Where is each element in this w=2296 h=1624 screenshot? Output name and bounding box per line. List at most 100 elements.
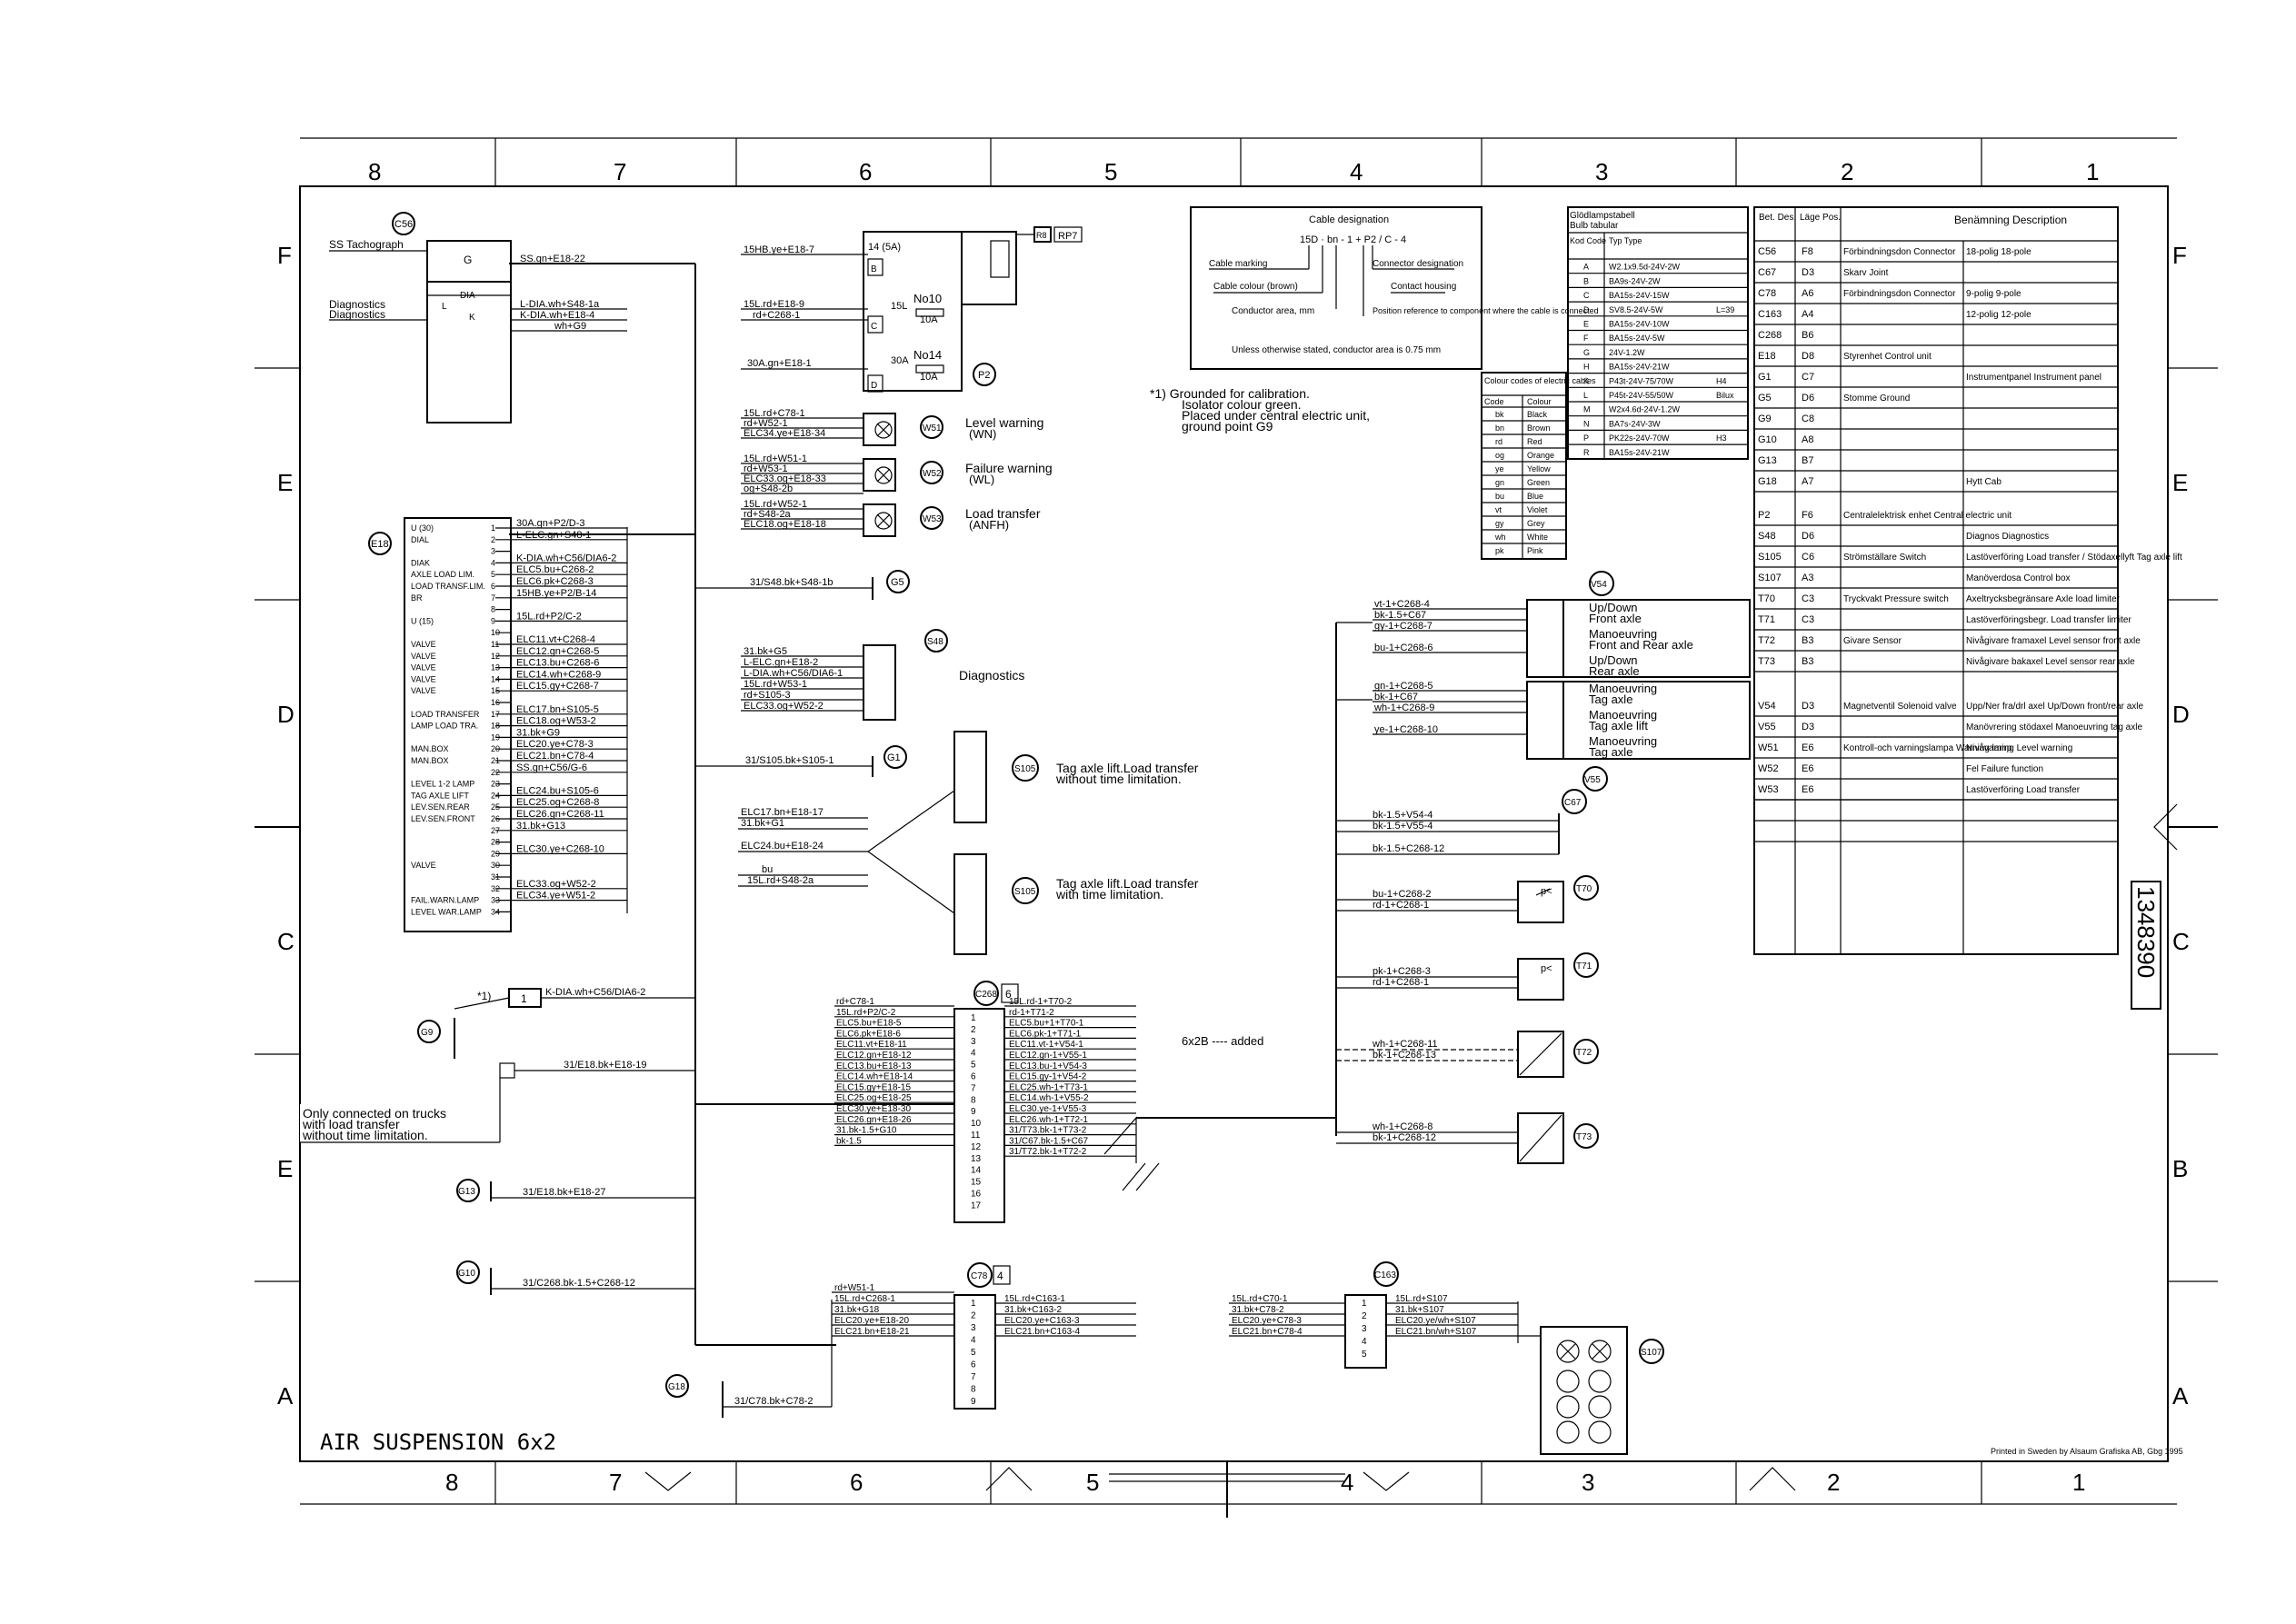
t71-pressure-switch: p< T71 pk-1+C268-3 rd-1+C268-1 xyxy=(1336,952,1599,1001)
e18-wire: ELC6.pk+C268-3 xyxy=(516,576,594,587)
row-right-B: B xyxy=(2172,1155,2188,1182)
colour-code: pk xyxy=(1495,546,1504,555)
component-position: D3 xyxy=(1802,701,1814,712)
e18-pin-number: 27 xyxy=(491,826,500,835)
component-position: F8 xyxy=(1802,246,1813,257)
s105-wire-bu: bu xyxy=(762,864,773,875)
printed-note: Printed in Sweden by Alsaum Grafiska AB,… xyxy=(1991,1447,2183,1456)
row-labels-left: F E D C E A xyxy=(277,242,294,1410)
component-description: Fel Failure function xyxy=(1966,764,2043,774)
c268-added-note: 6x2B ---- added xyxy=(1182,1034,1263,1048)
component-head-des: Bet. Des. xyxy=(1759,213,1796,223)
p2-pin-c: C xyxy=(871,322,877,332)
cable-designation-position: Position reference to component where th… xyxy=(1373,306,1599,315)
component-designation: C67 xyxy=(1758,267,1776,278)
s48-caption: Diagnostics xyxy=(959,668,1024,682)
g9-wire-kdia: K-DIA.wh+C56/DIA6-2 xyxy=(545,987,645,998)
ground-note-2: Isolator colour green. xyxy=(1182,397,1302,412)
lamp-wire: ELC33.og+E18-33 xyxy=(744,473,826,484)
v55-t3: Manoeuvring xyxy=(1589,708,1657,722)
component-position: A8 xyxy=(1802,434,1813,445)
c268-pin: 7 xyxy=(971,1083,976,1093)
c268-right-wire: ELC14.wh-1+V55-2 xyxy=(1009,1093,1089,1103)
lamp-w51-label: W51 xyxy=(923,423,942,433)
e18-wire: ELC12.gn+C268-5 xyxy=(516,646,599,657)
c268-pin: 12 xyxy=(971,1142,982,1152)
component-name: Strömställare Switch xyxy=(1843,553,1926,563)
col-bottom-1: 1 xyxy=(2072,1469,2085,1496)
component-position: C3 xyxy=(1802,593,1814,604)
e18-pin-function: VALVE xyxy=(411,663,436,673)
v54-t5: Up/Down xyxy=(1589,653,1637,667)
bulb-extra: L=39 xyxy=(1716,305,1734,314)
p2-fuse-10a-1: 10A xyxy=(920,314,938,325)
e18-pin-function: TAG AXLE LIFT xyxy=(411,791,469,800)
row-labels-right: F E D C B A xyxy=(2172,242,2190,1410)
c56-connector: C56 SS Tachograph Diagnostics Diagnostic… xyxy=(329,212,695,423)
component-position: E6 xyxy=(1802,784,1813,795)
lamp-w53-code: (ANFH) xyxy=(969,518,1009,532)
component-name: Stomme Ground xyxy=(1843,394,1910,404)
col-bottom-4: 4 xyxy=(1341,1469,1353,1496)
v54-label: V54 xyxy=(1591,580,1607,590)
c78-pin: 9 xyxy=(971,1397,976,1407)
colour-name: Grey xyxy=(1527,519,1545,528)
colour-code: bu xyxy=(1495,492,1504,501)
colour-table-head-code: Code xyxy=(1484,397,1504,406)
c78-pin: 5 xyxy=(971,1348,976,1358)
c56-k-label: K xyxy=(469,313,475,323)
v55-t1: Manoeuvring xyxy=(1589,682,1657,695)
e18-wire: ELC26.gn+C268-11 xyxy=(516,809,604,820)
c268-left-wire: ELC14.wh+E18-14 xyxy=(836,1072,913,1082)
component-description: Manöverdosa Control box xyxy=(1966,573,2071,583)
component-name: Förbindningsdon Connector xyxy=(1843,289,1956,299)
e18-pin-number: 10 xyxy=(491,628,500,637)
c268-pin: 15 xyxy=(971,1178,982,1188)
cable-designation-marking: Cable marking xyxy=(1209,259,1267,269)
component-head-desc: Benämning Description xyxy=(1954,214,2067,226)
c268-left-wire: ELC25.og+E18-25 xyxy=(836,1093,912,1103)
component-designation: T73 xyxy=(1758,656,1775,667)
e18-pin-function: MAN.BOX xyxy=(411,756,449,765)
bulb-code: L xyxy=(1583,391,1588,400)
e18-pin-number: 8 xyxy=(491,605,495,614)
s105-wire-elc24: ELC24.bu+E18-24 xyxy=(741,841,824,852)
c268-right-wire: 31/T73.bk-1+T73-2 xyxy=(1009,1126,1087,1136)
lamp-wire: rd+W53-1 xyxy=(744,463,788,474)
c67-wire-1: bk-1.5+V54-4 xyxy=(1373,810,1433,821)
t72-wire-1: wh-1+C268-11 xyxy=(1372,1039,1438,1050)
c78-right-wire: 31.bk+C163-2 xyxy=(1004,1305,1063,1315)
row-left-E2: E xyxy=(277,1155,293,1182)
g9-wire-31: 31/E18.bk+E18-19 xyxy=(564,1060,646,1071)
component-position: A4 xyxy=(1802,309,1813,320)
component-description: Nivåvarning Level warning xyxy=(1966,742,2072,753)
g5-label: G5 xyxy=(891,577,904,588)
colour-name: Violet xyxy=(1527,505,1548,514)
v54-solenoid-valve: V54 Up/Down Front axle Manoeuvring Front… xyxy=(1373,571,1751,678)
e18-pin-number: 18 xyxy=(491,722,500,731)
colour-code: rd xyxy=(1495,437,1502,446)
c268-pin: 16 xyxy=(971,1190,982,1200)
v55-t6: Tag axle xyxy=(1589,745,1632,759)
c56-tachograph-label: SS Tachograph xyxy=(329,238,404,251)
col-bottom-2: 2 xyxy=(1827,1469,1840,1496)
lamp-wire: rd+S48-2a xyxy=(744,509,792,520)
component-head-pos: Läge Pos. xyxy=(1800,213,1841,223)
e18-pin-number: 2 xyxy=(491,535,495,544)
component-designation: C56 xyxy=(1758,246,1776,257)
colour-name: Orange xyxy=(1527,451,1554,460)
p2-pin-d: D xyxy=(871,381,877,391)
doc-number-text: 1348390 xyxy=(2132,886,2160,978)
c56-l-label: L xyxy=(442,302,447,312)
component-name: Förbindningsdon Connector xyxy=(1843,247,1956,257)
component-table: Bet. Des. Läge Pos. Benämning Descriptio… xyxy=(1753,206,2182,955)
colour-table-title: Colour codes of electric cables xyxy=(1484,376,1596,385)
bulb-table-head-type: Typ Type xyxy=(1609,236,1642,245)
colour-code: wh xyxy=(1494,533,1506,542)
component-name: Magnetventil Solenoid valve xyxy=(1843,702,1957,712)
c78-right-wire: 15L.rd+C163-1 xyxy=(1004,1294,1065,1304)
e18-pin-function: VALVE xyxy=(411,861,436,870)
s48-wire: 31.bk+G5 xyxy=(744,646,787,657)
s105-wire-elc17: ELC17.bn+E18-17 xyxy=(741,807,824,818)
